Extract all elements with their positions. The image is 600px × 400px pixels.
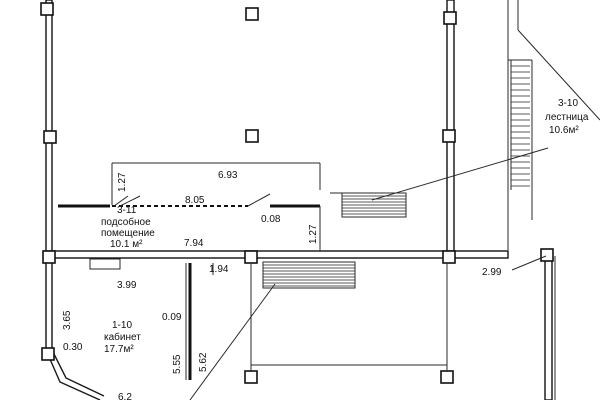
stair-enclosure-diagonal	[517, 29, 600, 121]
utility-room-partitions	[58, 162, 321, 251]
column	[440, 370, 454, 384]
lower-area-lines	[89, 258, 448, 400]
left-wall-upper	[45, 0, 53, 256]
column	[244, 250, 258, 264]
office-id: 1-10	[112, 320, 132, 331]
column	[43, 130, 57, 144]
dim-1-27-top: 1.27	[117, 172, 128, 192]
utility-room-name-2: помещение	[101, 228, 155, 239]
upper-stair-treads	[342, 195, 406, 215]
stairwell-leader-line	[371, 147, 549, 201]
office-area: 17.7м²	[104, 344, 134, 355]
room-labels: 3-10 лестница 10.6м² 3-11 подсобное поме…	[101, 98, 589, 355]
stairwell-treads	[511, 65, 530, 187]
middle-horizontal-wall	[45, 250, 509, 259]
dim-leader-2-99	[511, 255, 547, 271]
dim-8-05: 8.05	[185, 195, 205, 206]
lower-stair	[262, 261, 356, 289]
bay-wall-inner	[51, 349, 105, 397]
column	[540, 248, 554, 262]
door-swing	[247, 193, 271, 207]
exterior-walls	[45, 0, 600, 400]
column	[42, 250, 56, 264]
column	[442, 129, 456, 143]
dim-0-08: 0.08	[261, 214, 281, 225]
lower-stair-outline	[262, 261, 356, 289]
office-name: кабинет	[104, 331, 141, 343]
door-swing-left	[119, 195, 141, 207]
dim-6-93: 6.93	[218, 170, 238, 181]
utility-room-name-1: подсобное	[101, 216, 151, 228]
left-wall-lower	[45, 254, 53, 351]
niche	[89, 258, 121, 270]
stairwell-area: 10.6м²	[549, 125, 579, 136]
column	[41, 347, 55, 361]
utility-room-id: 3-11	[117, 205, 137, 216]
utility-leader	[113, 195, 129, 207]
dim-2-99: 2.99	[482, 267, 502, 278]
dim-0-30: 0.30	[63, 342, 83, 353]
stairwell-name: лестница	[545, 112, 589, 123]
right-wall-upper	[446, 0, 455, 256]
lower-stair-treads	[263, 264, 355, 287]
column	[40, 2, 54, 16]
dim-3-65: 3.65	[62, 310, 73, 330]
dim-7-94: 7.94	[184, 238, 204, 249]
column	[443, 11, 457, 25]
column	[442, 250, 456, 264]
dimension-labels: 6.93 1.27 8.05 0.08 1.27 7.94 1.94 3.99 …	[62, 170, 502, 400]
leader-lines	[113, 147, 549, 271]
utility-room-area: 10.1 м²	[110, 239, 143, 250]
leader-line-lower	[189, 283, 276, 400]
dim-6-2: 6.2	[118, 392, 132, 400]
stairwell	[510, 60, 530, 190]
columns	[40, 2, 554, 384]
dim-1-27-right: 1.27	[308, 224, 319, 244]
dim-3-99: 3.99	[117, 280, 137, 291]
dim-1-94: 1.94	[209, 264, 229, 275]
column	[245, 7, 259, 21]
dim-5-62: 5.62	[198, 352, 209, 372]
right-wall-lower	[544, 255, 553, 400]
column	[245, 129, 259, 143]
upper-stair	[330, 192, 407, 218]
stairwell-id: 3-10	[558, 98, 578, 109]
dim-0-09: 0.09	[162, 312, 182, 323]
column	[244, 370, 258, 384]
dim-5-55: 5.55	[172, 354, 183, 374]
